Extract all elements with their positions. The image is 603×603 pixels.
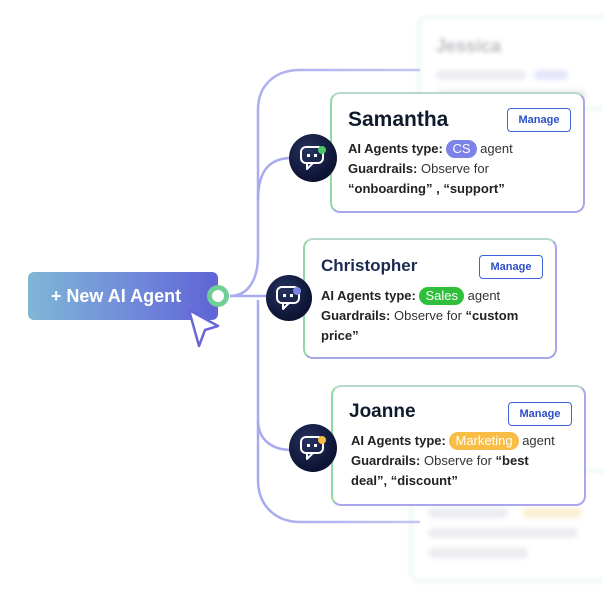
agent-avatar-samantha xyxy=(289,134,337,182)
agent-type-tag: Sales xyxy=(419,287,465,305)
guardrails-value-1: “best xyxy=(495,453,529,468)
agent-card-samantha: Samantha Manage AI Agents type: CS agent… xyxy=(330,92,585,213)
agent-avatar-christopher xyxy=(266,275,312,321)
guardrails-value-2: price” xyxy=(321,328,359,343)
agent-type-suffix: agent xyxy=(480,141,513,156)
chat-bot-icon xyxy=(300,436,324,460)
connector-jessica xyxy=(229,68,420,298)
agent-type-suffix: agent xyxy=(522,433,555,448)
status-dot xyxy=(318,146,326,154)
cursor-pointer-icon xyxy=(187,308,220,348)
agent-card-joanne: Joanne Manage AI Agents type: Marketing … xyxy=(331,385,586,506)
agent-name: Christopher xyxy=(321,256,418,275)
background-agent-name: Jessica xyxy=(436,36,502,56)
guardrails-label: Guardrails: xyxy=(351,453,421,468)
agent-info: AI Agents type: Sales agent Guardrails: … xyxy=(321,286,551,346)
agent-type-label: AI Agents type: xyxy=(348,141,443,156)
agent-type-label: AI Agents type: xyxy=(321,288,416,303)
guardrails-text: Observe for xyxy=(420,161,489,176)
agent-name: Joanne xyxy=(349,401,416,422)
agent-name: Samantha xyxy=(348,108,449,131)
connector-bottom xyxy=(256,420,420,524)
agent-avatar-joanne xyxy=(289,424,337,472)
connector-samantha xyxy=(256,156,293,201)
manage-button[interactable]: Manage xyxy=(507,108,571,132)
agent-card-christopher: Christopher Manage AI Agents type: Sales… xyxy=(303,238,557,359)
chat-bot-icon xyxy=(300,146,324,170)
manage-button[interactable]: Manage xyxy=(508,402,572,426)
new-ai-agent-button[interactable]: + New AI Agent xyxy=(28,272,218,320)
status-dot xyxy=(293,287,301,295)
agent-info: AI Agents type: CS agent Guardrails: Obs… xyxy=(348,139,583,199)
guardrails-values: “onboarding” , “support” xyxy=(348,181,505,196)
manage-button[interactable]: Manage xyxy=(479,255,543,279)
chat-bot-icon xyxy=(276,286,300,310)
status-dot xyxy=(318,436,326,444)
agent-type-tag: Marketing xyxy=(449,432,519,450)
connector-joanne xyxy=(256,300,293,452)
agent-type-label: AI Agents type: xyxy=(351,433,446,448)
agent-type-tag: CS xyxy=(446,140,477,158)
guardrails-text: Observe for xyxy=(393,308,462,323)
guardrails-value-2: deal”, “discount” xyxy=(351,473,458,488)
guardrails-label: Guardrails: xyxy=(321,308,391,323)
guardrails-text: Observe for xyxy=(423,453,492,468)
agent-info: AI Agents type: Marketing agent Guardrai… xyxy=(351,431,586,491)
guardrails-value-1: “custom xyxy=(465,308,519,323)
connector-node xyxy=(207,285,229,307)
agent-type-suffix: agent xyxy=(467,288,501,303)
guardrails-label: Guardrails: xyxy=(348,161,418,176)
